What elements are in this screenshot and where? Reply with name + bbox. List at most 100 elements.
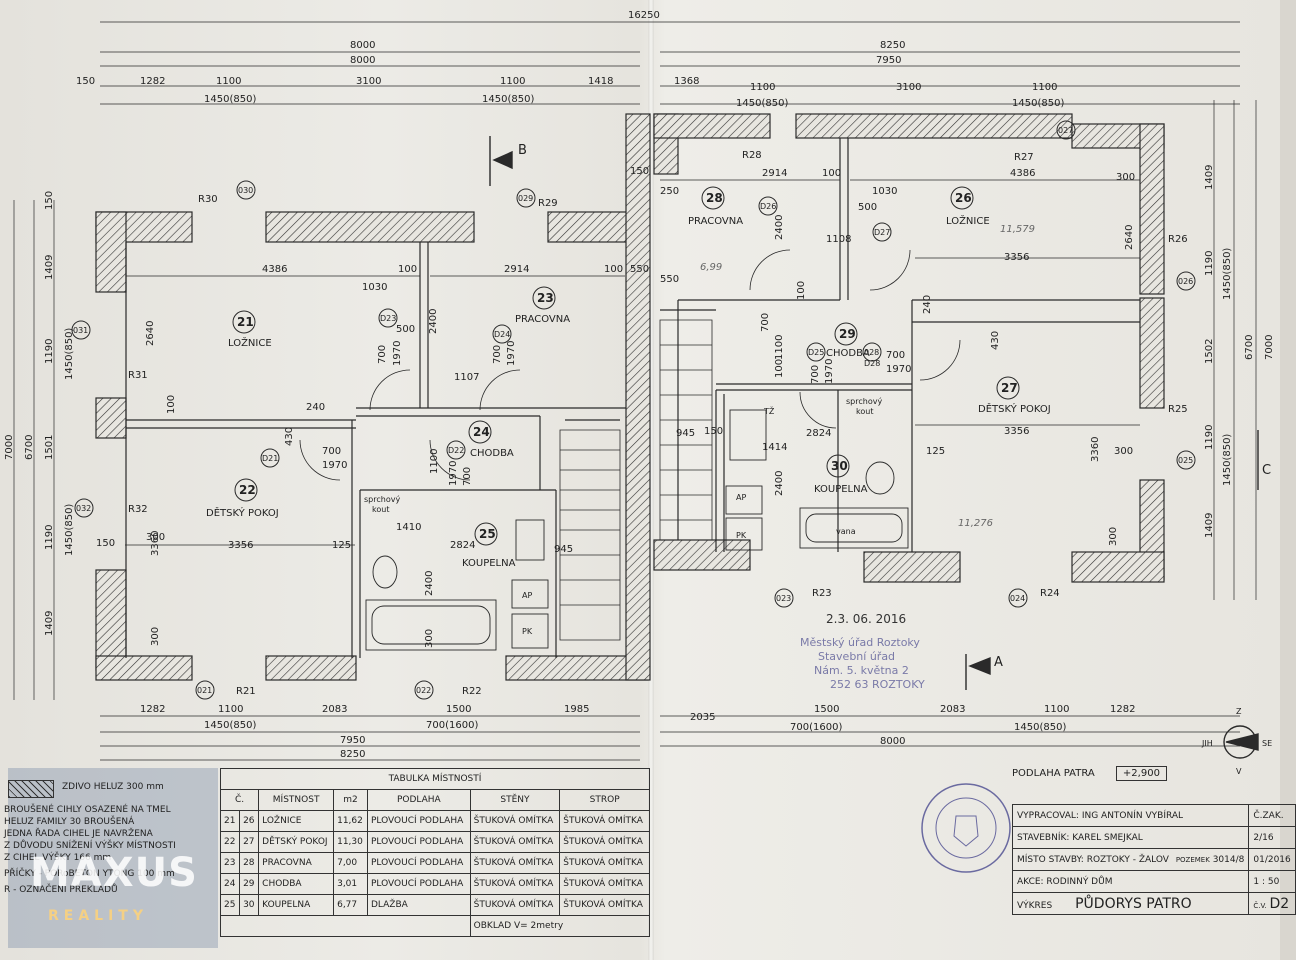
inner-550: 550 <box>630 264 649 275</box>
dim-right-inner: 7950 <box>876 55 901 66</box>
handwritten-1: 11,579 <box>1000 224 1035 235</box>
tb-misto: MÍSTO STAVBY: ROZTOKY - ŽALOV POZEMEK 30… <box>1011 848 1250 871</box>
table-cell: ŠTUKOVÁ OMÍTKA <box>469 873 561 895</box>
col-header: STROP <box>559 789 650 811</box>
dim-right-v2: 1502 <box>1204 339 1215 364</box>
dim-bot-r3: 1100 <box>1044 704 1069 715</box>
dim-left-total: 8000 <box>350 40 375 51</box>
inner-100f: 100 <box>774 359 785 378</box>
section-arrows <box>489 136 1259 759</box>
fixtures <box>365 409 909 651</box>
lintel-r27: R27 <box>1014 152 1034 163</box>
dim-top-l1: 1282 <box>140 76 165 87</box>
dim-left-v6: 1409 <box>44 611 55 636</box>
dim-right-total: 8250 <box>880 40 905 51</box>
inner-240b: 240 <box>922 295 933 314</box>
inner-2640: 2640 <box>145 321 156 346</box>
inner-125b: 125 <box>926 446 945 457</box>
dim-right-v1: 1190 <box>1204 251 1215 276</box>
dim-top-r2: 3100 <box>896 82 921 93</box>
tb-czak: 2/16 <box>1248 826 1296 849</box>
table-cell: CHODBA <box>258 873 335 895</box>
inner-2824b: 2824 <box>806 428 831 439</box>
vana-label: vana <box>836 527 856 536</box>
dim-bot-r1: 1500 <box>814 704 839 715</box>
walls <box>95 113 1165 681</box>
inner-250: 250 <box>660 186 679 197</box>
marker-d25: D25 <box>808 348 824 357</box>
markers <box>71 120 1196 700</box>
room-26-num: 26 <box>955 191 972 205</box>
stamp-line: Nám. 5. května 2 <box>814 664 909 677</box>
compass-n: Z <box>1236 707 1242 716</box>
dim-bot-lw0: 1450(850) <box>204 720 256 731</box>
inner-700d: 700 <box>462 467 473 486</box>
table-cell: 30 <box>239 894 260 916</box>
dim-left-v4: 1501 <box>44 435 55 460</box>
inner-2400c: 2400 <box>774 215 785 240</box>
dim-right-v0: 1409 <box>1204 165 1215 190</box>
dim-bot-l-total: 8250 <box>340 749 365 760</box>
inner-100e: 100 <box>796 281 807 300</box>
dim-left-v8: 1450(850) <box>64 328 75 380</box>
marker-025: 025 <box>1178 456 1193 465</box>
room-25-num: 25 <box>479 527 496 541</box>
inner-300d: 300 <box>1116 172 1135 183</box>
doors <box>299 249 961 481</box>
stamp-line: Městský úřad Roztoky <box>800 636 920 649</box>
stamp-line: Stavební úřad <box>818 650 896 663</box>
lintel-r22: R22 <box>462 686 482 697</box>
room-table-header: Č. MÍSTNOST m2 PODLAHA STĚNY STROP <box>219 789 650 811</box>
room-25-name: KOUPELNA <box>462 558 516 569</box>
table-cell: 11,30 <box>333 831 368 853</box>
inner-150a: 150 <box>96 538 115 549</box>
inner-2824a: 2824 <box>450 540 475 551</box>
col-header: STĚNY <box>469 789 561 811</box>
dim-bot-rw0: 700(1600) <box>790 722 842 733</box>
inner-300b: 300 <box>150 627 161 646</box>
inner-3356b: 3356 <box>1004 252 1029 263</box>
shower-left-2: kout <box>372 505 389 514</box>
tb-cv-label: Č.V. <box>1253 901 1267 910</box>
marker-d24: D24 <box>494 330 510 339</box>
dim-right-v6: 1450(850) <box>1222 434 1233 486</box>
shower-left: sprchový <box>364 495 400 504</box>
lintel-r30: R30 <box>198 194 218 205</box>
dim-right-v4: 1409 <box>1204 513 1215 538</box>
table-cell: ŠTUKOVÁ OMÍTKA <box>469 831 561 853</box>
inner-1100a: 1100 <box>429 449 440 474</box>
inner-100b: 100 <box>604 264 623 275</box>
dim-bot-r0: 2035 <box>690 712 715 723</box>
marker-031: 031 <box>73 326 88 335</box>
compass-w: JIH <box>1201 739 1213 748</box>
inner-300e: 300 <box>1114 446 1133 457</box>
table-cell: DLAŽBA <box>366 894 471 916</box>
room-28-name: PRACOVNA <box>688 216 743 227</box>
room-26-name: LOŽNICE <box>946 214 990 227</box>
inner-100a: 100 <box>398 264 417 275</box>
shower-right-2: kout <box>856 407 873 416</box>
marker-d23: D23 <box>380 314 396 323</box>
room-22-name: DĚTSKÝ POKOJ <box>206 506 279 519</box>
lintel-r32: R32 <box>128 504 148 515</box>
tb-scale: 1 : 50 <box>1248 870 1296 893</box>
inner-430b: 430 <box>990 331 1001 350</box>
inner-1970f: 1970 <box>824 359 835 384</box>
inner-2400d: 2400 <box>774 471 785 496</box>
table-cell: PLOVOUCÍ PODLAHA <box>366 852 471 874</box>
room-28-num: 28 <box>706 191 723 205</box>
pk-left: PK <box>522 627 533 636</box>
inner-100c: 100 <box>166 395 177 414</box>
dim-left-v7: 150 <box>44 191 55 210</box>
col-header: m2 <box>333 789 368 811</box>
pk-right: PK <box>736 531 747 540</box>
table-cell: 25 <box>219 894 241 916</box>
inner-1107: 1107 <box>454 372 479 383</box>
table-note: OBKLAD V= 2metry <box>469 915 651 937</box>
table-row: OBKLAD V= 2metry <box>220 915 651 937</box>
marker-d21: D21 <box>262 454 278 463</box>
inner-2400b: 2400 <box>424 571 435 596</box>
dim-top-l0: 150 <box>76 76 95 87</box>
table-cell: 21 <box>219 810 241 832</box>
table-cell: ŠTUKOVÁ OMÍTKA <box>469 852 561 874</box>
